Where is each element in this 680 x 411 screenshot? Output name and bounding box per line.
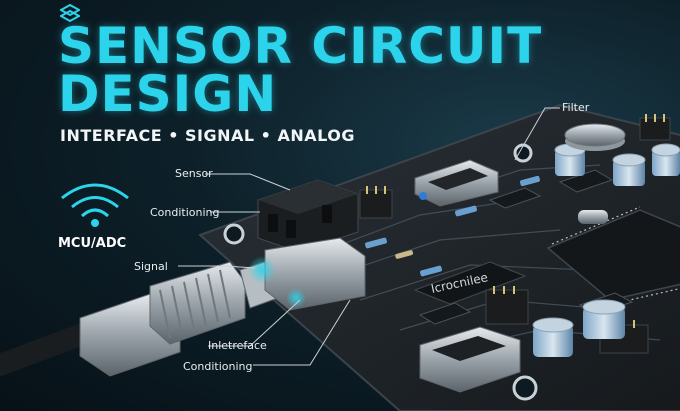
callout-signal: Signal xyxy=(134,260,168,273)
callout-interface: Inletreface xyxy=(208,339,267,352)
callout-conditioning-bottom: Conditioning xyxy=(183,360,253,373)
logo-icon xyxy=(60,4,80,22)
mount-hole xyxy=(512,375,538,401)
usb-bottom-connector xyxy=(419,326,521,393)
page-title: SENSOR CIRCUIT DESIGN xyxy=(58,17,543,123)
wifi-icon xyxy=(61,183,129,227)
title-line-2: DESIGN xyxy=(58,65,278,123)
crystal xyxy=(578,210,608,224)
mount-hole xyxy=(223,223,245,245)
callout-sensor: Sensor xyxy=(175,167,213,180)
subtitle: INTERFACE • SIGNAL • ANALOG xyxy=(60,126,355,145)
mount-hole xyxy=(513,143,533,163)
sensor-connector xyxy=(257,179,359,253)
callout-filter: Filter xyxy=(562,101,590,114)
sensor-cable xyxy=(0,237,366,377)
title-line-1: SENSOR CIRCUIT xyxy=(58,17,543,75)
resistors xyxy=(365,175,540,277)
logic-chip xyxy=(413,261,527,305)
callout-conditioning-top: Conditioning xyxy=(150,206,220,219)
mcu-adc-label: MCU/ADC xyxy=(58,236,127,251)
usb-top-connector xyxy=(414,159,499,207)
callout-lines xyxy=(178,107,560,366)
